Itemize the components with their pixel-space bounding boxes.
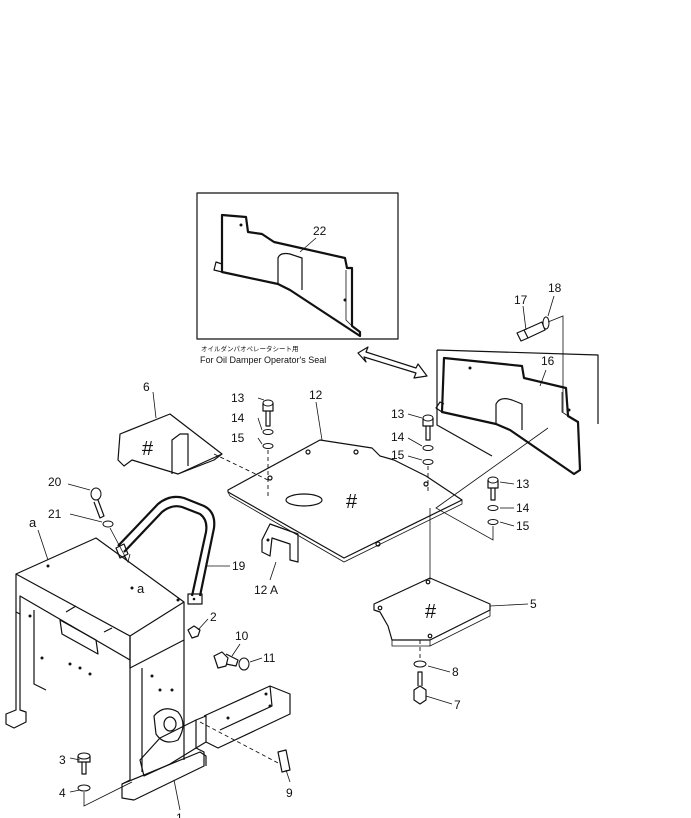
callout-19: 19 xyxy=(232,559,246,573)
callout-8: 8 xyxy=(452,665,459,679)
callout-14-lower: 14 xyxy=(516,501,530,515)
bolt-13-lower xyxy=(487,476,499,501)
callout-16: 16 xyxy=(541,354,555,368)
callout-10: 10 xyxy=(235,629,249,643)
callout-12A: 12 A xyxy=(254,583,278,597)
callout-9: 9 xyxy=(286,786,293,800)
part-12A-bracket xyxy=(261,523,299,563)
inset-panel: オイルダンパオペレータシート用 For Oil Damper Operator'… xyxy=(196,192,399,365)
washer-8 xyxy=(413,660,427,668)
callout-14-left: 14 xyxy=(231,411,245,425)
washer-11 xyxy=(238,657,250,671)
washer-21 xyxy=(102,520,114,528)
callout-15-lower: 15 xyxy=(516,519,530,533)
callout-11: 11 xyxy=(263,651,276,665)
leader-lines xyxy=(37,237,555,811)
bolt-7 xyxy=(413,671,427,705)
part-22-cover xyxy=(213,213,362,338)
part-16-frame xyxy=(436,349,599,457)
reference-a-frame: a xyxy=(29,515,37,530)
part-12-floor-plate: # xyxy=(227,439,463,563)
callout-21: 21 xyxy=(48,507,62,521)
callout-13-right: 13 xyxy=(391,407,405,421)
part-12-hash-mark: # xyxy=(346,491,358,513)
callout-5: 5 xyxy=(530,597,537,611)
part-6-cover: # xyxy=(117,413,269,481)
part-1-side-rail xyxy=(203,685,291,749)
washer-15-lower xyxy=(487,519,499,525)
bolt-3 xyxy=(77,752,91,775)
callout-17: 17 xyxy=(514,293,528,307)
washer-14-right xyxy=(422,445,434,451)
callout-20: 20 xyxy=(48,475,62,489)
callout-2: 2 xyxy=(210,610,217,624)
part-6-hash-mark: # xyxy=(142,438,154,460)
callout-22: 22 xyxy=(313,224,327,238)
callout-6: 6 xyxy=(143,380,150,394)
bolt-10 xyxy=(213,651,239,669)
part-16-panel xyxy=(435,349,599,476)
washer-4 xyxy=(77,784,91,792)
callout-4: 4 xyxy=(59,786,66,800)
washer-14-left xyxy=(262,429,274,435)
bolt-13-right xyxy=(422,414,434,441)
reference-double-arrow xyxy=(357,346,428,379)
inset-caption-jp: オイルダンパオペレータシート用 xyxy=(201,344,299,353)
callout-13-lower: 13 xyxy=(516,477,530,491)
callout-labels: 1 2 3 4 5 6 7 8 9 10 11 12 12 A 13 13 13… xyxy=(48,224,562,818)
bolt-13-left xyxy=(262,399,274,427)
callout-15-left: 15 xyxy=(231,431,245,445)
inset-frame xyxy=(196,192,399,340)
callout-1: 1 xyxy=(176,811,183,818)
callout-18: 18 xyxy=(548,281,562,295)
bolt-2 xyxy=(187,625,201,639)
bolt-17 xyxy=(516,321,546,342)
washer-15-left xyxy=(262,443,274,449)
bolt-20 xyxy=(90,487,105,519)
washer-15-right xyxy=(422,459,434,465)
inset-caption-en: For Oil Damper Operator's Seal xyxy=(200,355,326,365)
callout-7: 7 xyxy=(454,698,461,712)
reference-a-handrail: a xyxy=(137,581,145,596)
washer-14-lower xyxy=(487,505,499,511)
part-1-frame xyxy=(5,537,207,801)
part-5-hash-mark: # xyxy=(425,601,437,623)
washer-18 xyxy=(542,316,550,330)
callout-3: 3 xyxy=(59,753,66,767)
part-9-clip xyxy=(277,749,291,773)
part-5-plate: # xyxy=(373,577,491,647)
callout-12: 12 xyxy=(309,388,323,402)
callout-15-right: 15 xyxy=(391,448,405,462)
callout-14-right: 14 xyxy=(391,430,405,444)
callout-13-left: 13 xyxy=(231,391,245,405)
